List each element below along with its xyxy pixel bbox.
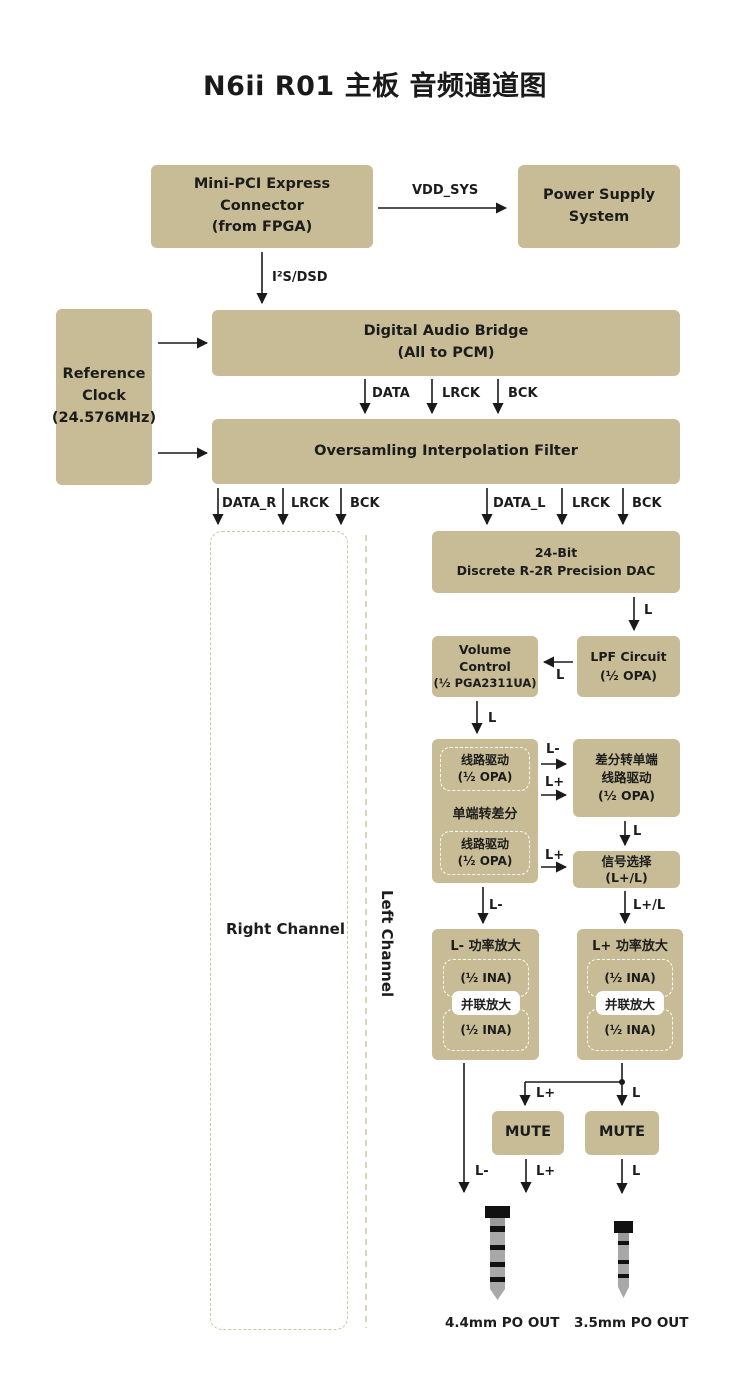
volume-line-1: Volume [458,641,512,657]
label-lpf-vol: L [556,668,565,683]
line-driver-bottom-line-2: (½ OPA) [457,854,513,868]
power-supply-line-2: System [568,208,630,225]
jack-44-icon [485,1206,510,1300]
label-split-l: L [632,1086,641,1101]
label-out-lplus: L+ [536,1164,556,1179]
label-l-plus-1: L+ [545,775,565,790]
label-vol-out: L [488,711,497,726]
label-data: DATA [372,386,410,401]
amp-left-parallel: 并联放大 [452,991,520,1015]
label-vdd-sys: VDD_SYS [412,183,479,198]
label-l-plus-2: L+ [545,848,565,863]
reference-clock-line-2: Clock [82,388,126,405]
label-lrck-r: LRCK [291,496,329,511]
reference-clock-block: Reference Clock (24.576MHz) [52,309,156,485]
line-driver-top-line-2: (½ OPA) [457,770,513,784]
line-driver-top-line-1: 线路驱动 [460,753,509,768]
lpf-line-2: (½ OPA) [599,667,658,683]
output-35mm-label: 3.5mm PO OUT [574,1315,689,1331]
mute-right-label: MUTE [599,1124,645,1141]
label-out-lminus: L- [475,1164,489,1179]
oversampling-filter-label: Oversamling Interpolation Filter [314,442,578,459]
digital-audio-bridge-line-1: Digital Audio Bridge [363,323,529,340]
label-i2s-dsd: I²S/DSD [272,270,328,285]
right-channel-label: Right Channel [226,920,345,938]
differential-to-single-block: 差分转单端 线路驱动 (½ OPA) [573,739,680,817]
label-bck: BCK [508,386,538,401]
volume-line-3: (½ PGA2311UA) [433,675,537,690]
power-supply-block: Power Supply System [518,165,680,248]
mute-left-block: MUTE [492,1111,564,1155]
label-lrck-l: LRCK [572,496,610,511]
page-title: N6ii R01 主板 音频通道图 [203,71,547,102]
signal-select-line-2: (L+/L) [605,869,648,885]
label-bck-r: BCK [350,496,380,511]
amp-left-title: L- 功率放大 [450,939,521,954]
amp-right-parallel: 并联放大 [596,991,664,1015]
output-44mm-label: 4.4mm PO OUT [445,1315,560,1331]
jack-35-icon [614,1221,633,1298]
mini-pci-connector-block: Mini-PCI Express Connector (from FPGA) [151,165,373,248]
reference-clock-line-3: (24.576MHz) [51,409,157,426]
signal-select-line-1: 信号选择 [601,853,652,869]
label-data-l: DATA_L [493,496,546,511]
diff-to-single-line-3: (½ OPA) [597,788,656,804]
label-bck-l: BCK [632,496,662,511]
label-l-minus: L- [546,742,560,757]
dac-line-2: Discrete R-2R Precision DAC [456,563,656,578]
digital-audio-bridge-line-2: (All to PCM) [397,345,495,361]
mute-right-block: MUTE [585,1111,659,1155]
line-driver-top: 线路驱动 (½ OPA) [440,747,530,791]
split-node [619,1079,625,1085]
single-to-differential-block [432,739,538,883]
mini-pci-line-2: (from FPGA) [211,219,313,236]
single-to-differential-label: 单端转差分 [452,807,518,822]
label-amp-left-in: L- [489,898,503,913]
diff-to-single-line-2: 线路驱动 [601,769,652,785]
dac-block: 24-Bit Discrete R-2R Precision DAC [432,531,680,593]
label-amp-right-in: L+/L [633,898,666,913]
lpf-line-1: LPF Circuit [590,649,667,665]
amp-right-title: L+ 功率放大 [592,939,668,954]
label-out-l: L [632,1164,641,1179]
lpf-circuit-block: LPF Circuit (½ OPA) [577,636,680,697]
volume-line-2: Control [459,658,511,674]
label-split-lplus: L+ [536,1086,556,1101]
line-driver-bottom-line-1: 线路驱动 [460,837,509,852]
volume-control-block: Volume Control (½ PGA2311UA) [432,636,538,697]
line-driver-bottom: 线路驱动 (½ OPA) [440,831,530,875]
power-supply-line-1: Power Supply [543,186,655,203]
mute-left-label: MUTE [505,1124,551,1141]
label-dac-lpf: L [644,603,653,618]
signal-select-block: 信号选择 (L+/L) [573,851,680,888]
mini-pci-line-1: Mini-PCI Express Connector [193,175,331,214]
diff-to-single-line-1: 差分转单端 [595,751,658,767]
dac-line-1: 24-Bit [534,544,578,560]
right-channel-region [210,531,348,1330]
reference-clock-line-1: Reference [62,366,146,383]
oversampling-filter-block: Oversamling Interpolation Filter [212,419,680,484]
digital-audio-bridge-block: Digital Audio Bridge (All to PCM) [212,310,680,376]
label-data-r: DATA_R [222,496,277,511]
label-diff-out: L [633,824,642,839]
label-lrck: LRCK [442,386,480,401]
